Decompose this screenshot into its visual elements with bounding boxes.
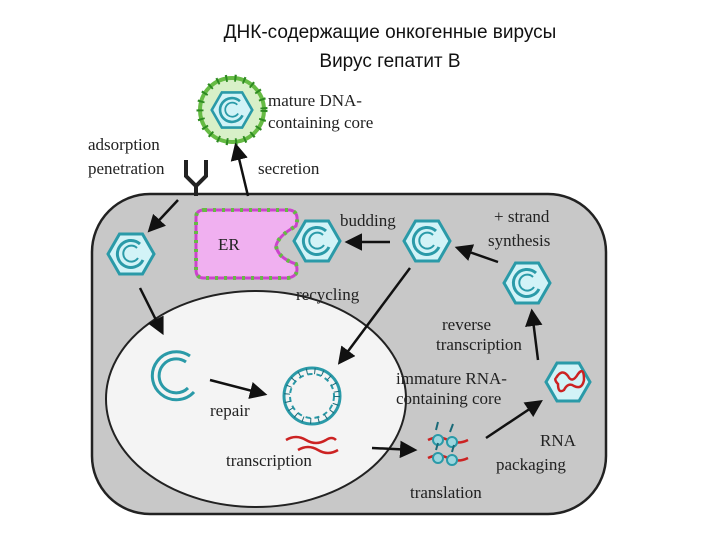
er-icon	[194, 208, 300, 280]
immature-core-icon	[544, 361, 592, 403]
immature-core-label-2: containing core	[396, 389, 501, 408]
capsid-budding-icon	[292, 219, 342, 263]
er-label: ER	[218, 235, 240, 254]
transcription-label: transcription	[226, 451, 312, 470]
repair-label: repair	[210, 401, 250, 420]
receptor-icon	[184, 160, 208, 189]
reverse-transcription-label-2: transcription	[436, 335, 522, 354]
capsid-mature-core-icon	[402, 219, 452, 263]
relaxed-dna-icon	[150, 350, 196, 402]
mature-virion-icon	[196, 74, 268, 146]
nucleus	[105, 290, 407, 508]
mature-core-label-1: mature DNA-	[268, 91, 362, 110]
immature-core-label-1: immature RNA-	[396, 369, 507, 388]
mature-core-label-2: containing core	[268, 113, 373, 132]
rna-packaging-label-1: RNA	[540, 431, 577, 450]
recycling-label: recycling	[296, 285, 360, 304]
plus-strand-label-2: synthesis	[488, 231, 550, 250]
ribosomes-icon	[427, 421, 469, 466]
penetration-label: penetration	[88, 159, 165, 178]
budding-label: budding	[340, 211, 396, 230]
reverse-transcription-label-1: reverse	[442, 315, 491, 334]
capsid-reverse-transcribed-icon	[502, 261, 552, 305]
translation-label: translation	[410, 483, 482, 502]
secretion-label: secretion	[258, 159, 320, 178]
plus-strand-label-1: + strand	[494, 207, 550, 226]
rna-transcripts-icon	[285, 435, 339, 455]
pathway-arrows	[138, 142, 543, 459]
title-line-1: ДНК-содержащие онкогенные вирусы	[223, 22, 557, 43]
rna-packaging-label-2: packaging	[496, 455, 566, 474]
cccdna-icon	[282, 366, 342, 426]
capsid-entering-icon	[106, 232, 156, 276]
title-line-2: Вирус гепатит B	[319, 51, 461, 72]
adsorption-label: adsorption	[88, 135, 160, 154]
